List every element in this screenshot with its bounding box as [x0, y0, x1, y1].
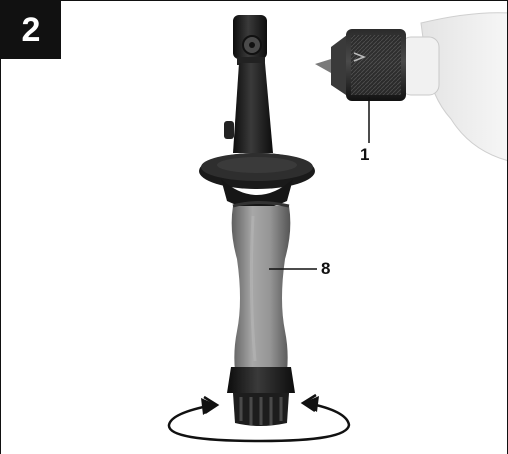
handle-shaft	[224, 63, 273, 153]
drill-body	[400, 12, 507, 161]
handle-flange	[199, 153, 315, 209]
handle-endcap	[227, 367, 295, 426]
handle-clamp	[233, 15, 267, 65]
callout-label-chuck: 1	[360, 145, 370, 164]
figure-number: 2	[1, 1, 61, 59]
callout-label-grip: 8	[321, 259, 331, 278]
drill-chuck	[315, 29, 406, 101]
handle-grip	[231, 201, 291, 371]
